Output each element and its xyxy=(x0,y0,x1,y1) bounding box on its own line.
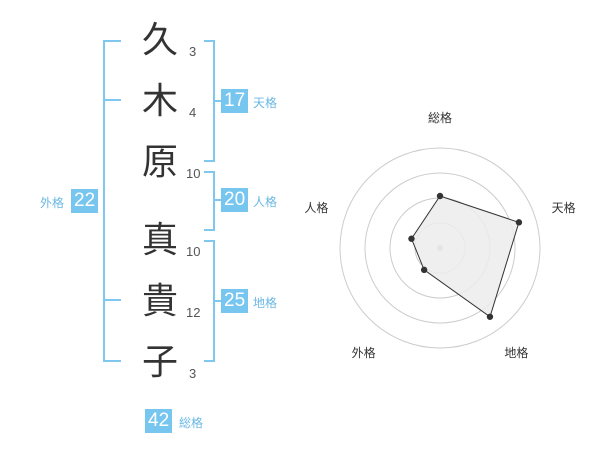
stroke-count: 3 xyxy=(189,44,197,59)
radar-point xyxy=(515,219,523,226)
radar-area xyxy=(410,195,520,318)
stroke-count: 10 xyxy=(186,244,201,259)
gaikaku-score-badge: 22 xyxy=(71,189,99,213)
radar-axis-label: 地格 xyxy=(504,345,528,360)
surname-char-2: 木 xyxy=(141,81,178,122)
radar-point xyxy=(420,266,428,274)
radar-axis-label: 人格 xyxy=(304,200,328,215)
stroke-count: 3 xyxy=(189,366,197,381)
radar-point xyxy=(408,235,415,242)
soukaku-score-badge: 42 xyxy=(145,409,173,433)
chikaku-bracket xyxy=(204,240,215,362)
surname-char-1: 久 xyxy=(141,20,178,61)
tenkaku-bracket xyxy=(204,40,215,162)
given-char-1: 真 xyxy=(141,220,178,261)
bracket-tick xyxy=(215,199,221,201)
chikaku-score-badge: 25 xyxy=(221,289,249,313)
radar-ring xyxy=(364,172,516,324)
soukaku-label: 総格 xyxy=(179,416,204,430)
tenkaku-label: 天格 xyxy=(253,96,278,110)
stroke-count: 10 xyxy=(186,166,201,181)
chikaku-label: 地格 xyxy=(253,296,278,310)
stroke-count: 12 xyxy=(186,305,201,320)
surname-char-3: 原 xyxy=(141,142,178,183)
gaikaku-label: 外格 xyxy=(40,196,65,210)
bracket-tick xyxy=(215,300,221,302)
bracket-tick xyxy=(105,99,121,101)
stroke-count: 4 xyxy=(189,105,197,120)
radar-ring xyxy=(339,147,541,349)
given-char-2: 貴 xyxy=(141,281,178,322)
radar-axis-label: 天格 xyxy=(552,200,576,215)
jinkaku-label: 人格 xyxy=(253,195,278,209)
radar-axis-label: 総格 xyxy=(428,110,452,125)
jinkaku-score-badge: 20 xyxy=(221,188,249,212)
given-char-3: 子 xyxy=(141,342,178,383)
jinkaku-bracket xyxy=(204,171,215,231)
bracket-tick xyxy=(215,100,221,102)
bracket-tick xyxy=(105,299,121,301)
radar-axis-label: 外格 xyxy=(352,345,376,360)
tenkaku-score-badge: 17 xyxy=(221,89,249,113)
radar-point xyxy=(486,313,494,320)
radar-point xyxy=(436,192,444,200)
gaikaku-bracket xyxy=(103,40,121,362)
